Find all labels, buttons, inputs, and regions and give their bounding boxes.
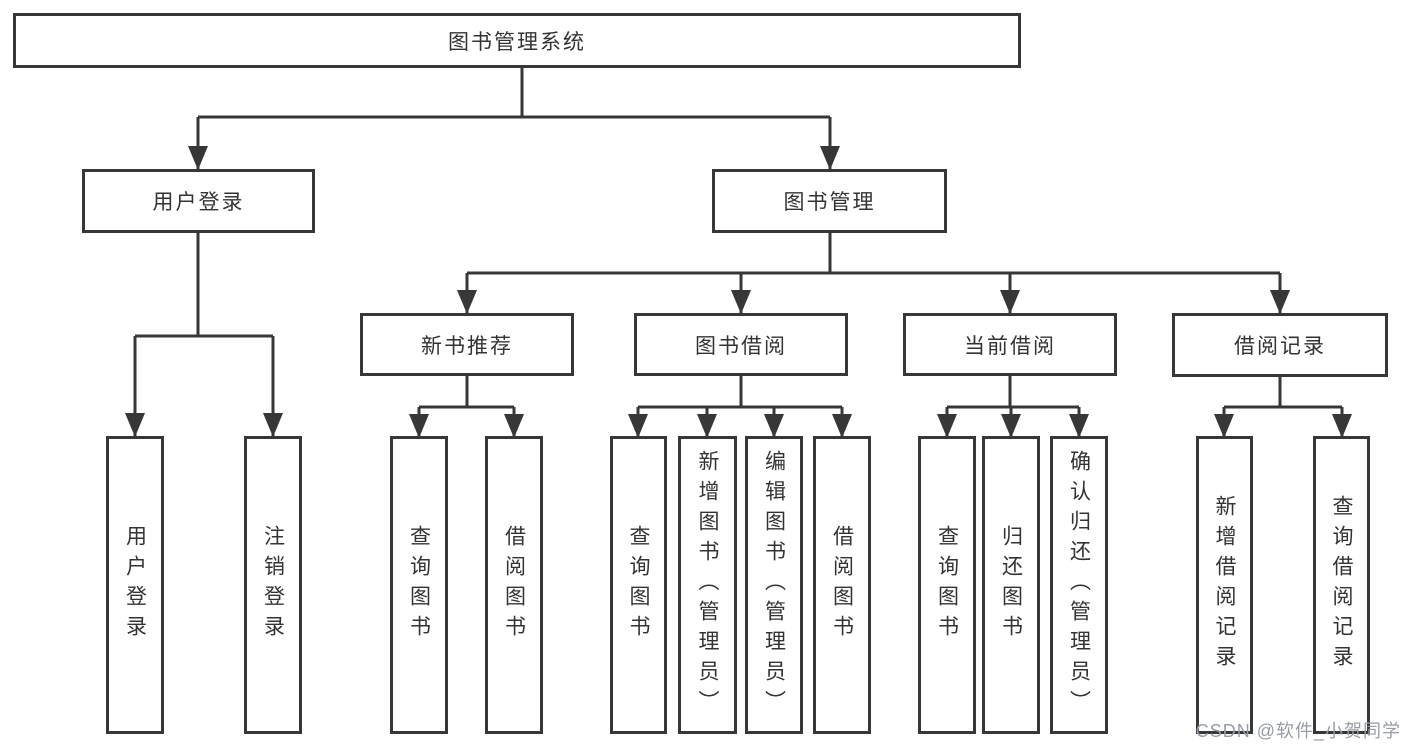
node-label: 查询图书 [935,525,959,645]
leaf-add-books-admin: 新增图书（管理员） [678,436,737,734]
node-current-borrowing: 当前借阅 [903,313,1117,376]
leaf-borrow-books-recommend: 借阅图书 [485,436,543,734]
node-label: 用户登录 [123,525,147,645]
leaf-borrow-books-borrow: 借阅图书 [813,436,871,734]
node-label: 用户登录 [152,191,245,214]
node-label: 注销登录 [261,525,285,645]
leaf-logout: 注销登录 [244,436,302,734]
node-label: 当前借阅 [964,334,1056,358]
node-library-management-system: 图书管理系统 [13,13,1021,68]
node-label: 新增图书（管理员） [696,450,719,720]
node-label: 借阅图书 [830,525,854,645]
leaf-user-login: 用户登录 [106,436,164,734]
node-label: 图书管理 [783,191,876,214]
leaf-add-borrow-record: 新增借阅记录 [1196,436,1253,734]
node-label: 查询借阅记录 [1330,495,1353,675]
node-label: 新书推荐 [421,334,513,358]
leaf-return-books: 归还图书 [982,436,1040,734]
csdn-watermark: CSDN @软件_小贺同学 [1195,721,1401,741]
node-label: 归还图书 [999,525,1023,645]
node-label: 借阅图书 [502,525,526,645]
leaf-query-borrow-record: 查询借阅记录 [1313,436,1370,734]
leaf-query-books-recommend: 查询图书 [390,436,448,734]
node-label: 编辑图书（管理员） [762,450,786,720]
leaf-confirm-return-admin: 确认归还（管理员） [1050,436,1108,734]
leaf-edit-books-admin: 编辑图书（管理员） [745,436,803,734]
node-label: 查询图书 [407,525,431,645]
node-book-borrowing: 图书借阅 [634,313,848,376]
node-label: 图书借阅 [695,334,787,358]
node-book-management: 图书管理 [712,169,947,233]
node-user-login: 用户登录 [82,169,315,233]
node-new-book-recommendation: 新书推荐 [360,313,574,376]
node-label: 确认归还（管理员） [1067,450,1091,720]
node-label: 查询图书 [627,525,650,645]
node-label: 新增借阅记录 [1213,495,1236,675]
leaf-query-books-current: 查询图书 [918,436,976,734]
leaf-query-books-borrow: 查询图书 [610,436,667,734]
node-label: 图书管理系统 [448,30,586,54]
node-label: 借阅记录 [1234,335,1326,358]
node-borrowing-records: 借阅记录 [1172,313,1388,377]
